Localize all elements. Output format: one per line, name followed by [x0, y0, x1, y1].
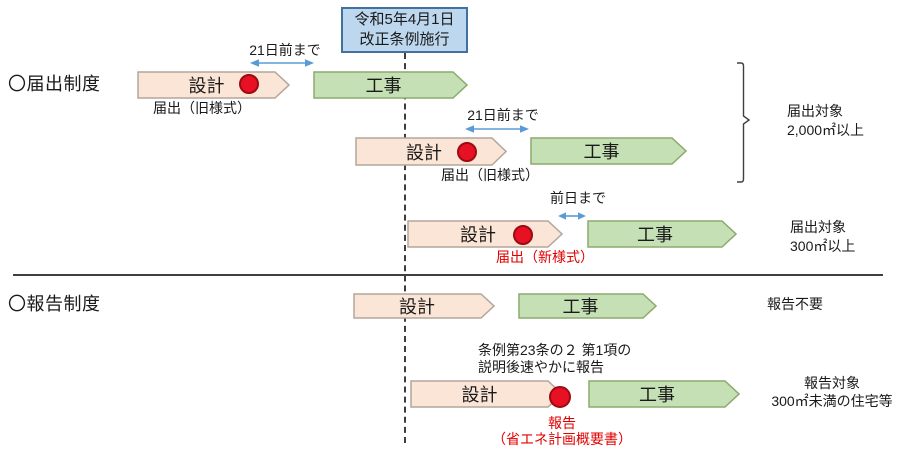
row5-ordinance-note: 条例第23条の２ 第1項の 説明後速やかに報告 — [478, 342, 631, 376]
row3-construction-arrow-shape — [587, 220, 737, 248]
row5-construction-arrow-label: 工事 — [639, 385, 675, 405]
row1-design-arrow-label: 設計 — [188, 76, 225, 96]
label-notify-target-2000-line1: 届出対象 — [787, 103, 843, 119]
row2-notify-caption: 届出（旧様式） — [441, 167, 539, 183]
row3-design-arrow-label: 設計 — [460, 225, 496, 245]
row1-construction-arrow-label: 工事 — [365, 76, 402, 96]
label-notify-target-2000-line2: 2,000㎡以上 — [787, 122, 865, 138]
row2-design-arrow: 設計 — [355, 137, 507, 166]
row5-design-arrow: 設計 — [410, 380, 563, 408]
label-report-target-line2: 300㎡未満の住宅等 — [771, 393, 893, 409]
row5-construction-arrow-shape — [588, 380, 740, 408]
row1-deadline-label: 21日前まで — [249, 42, 321, 58]
row2-notification-marker-icon — [457, 142, 477, 162]
row5-report-caption-line1: 報告 — [548, 415, 576, 431]
row1-measure-arrow-icon — [250, 59, 314, 67]
row1-construction-arrow-shape — [313, 71, 468, 99]
row5-ordinance-note-line2: 説明後速やかに報告 — [478, 359, 604, 375]
label-no-report: 報告不要 — [767, 296, 823, 312]
bracket-2000-icon — [737, 62, 751, 183]
row1-notify-caption: 届出（旧様式） — [153, 100, 251, 116]
row3-deadline-label: 前日まで — [550, 190, 606, 206]
row2-construction-arrow-label: 工事 — [583, 142, 620, 162]
section-divider-line — [13, 274, 883, 276]
row4-construction-arrow: 工事 — [518, 293, 657, 319]
label-notify-target-300-line1: 届出対象 — [790, 219, 846, 235]
label-notify-target-300: 届出対象 300㎡以上 — [790, 218, 855, 256]
row4-design-arrow-shape — [353, 293, 495, 319]
row3-design-arrow: 設計 — [407, 220, 563, 248]
row4-construction-arrow-label: 工事 — [562, 297, 599, 317]
label-notify-target-300-line2: 300㎡以上 — [790, 238, 856, 254]
row2-construction-arrow-shape — [530, 137, 687, 165]
row3-notification-marker-icon — [513, 225, 533, 245]
row5-report-caption: 報告 （省エネ計画概要書） — [462, 415, 662, 447]
row3-notify-caption: 届出（新様式） — [496, 249, 594, 265]
row2-construction-arrow: 工事 — [530, 137, 687, 165]
enforcement-date-line2: 改正条例施行 — [359, 31, 450, 48]
label-notify-target-2000: 届出対象 2,000㎡以上 — [787, 102, 864, 140]
row5-report-marker-icon — [549, 386, 571, 408]
row2-design-arrow-label: 設計 — [406, 142, 442, 163]
row5-ordinance-note-line1: 条例第23条の２ 第1項の — [478, 342, 632, 358]
row1-notification-marker-icon — [239, 74, 259, 94]
row4-construction-arrow-shape — [518, 293, 657, 319]
row4-design-arrow: 設計 — [353, 293, 495, 319]
row3-construction-arrow: 工事 — [587, 220, 737, 248]
row5-report-caption-line2: （省エネ計画概要書） — [492, 431, 632, 447]
enforcement-date-dashed-line — [404, 53, 406, 443]
row1-design-arrow: 設計 — [137, 71, 290, 99]
row1-construction-arrow: 工事 — [313, 71, 468, 99]
row5-construction-arrow: 工事 — [588, 380, 740, 408]
row2-measure-arrow-icon — [465, 125, 529, 133]
label-report-target: 報告対象 300㎡未満の住宅等 — [756, 374, 900, 410]
row5-design-arrow-label: 設計 — [461, 385, 498, 405]
section-label-report: 〇報告制度 — [8, 294, 101, 314]
row4-design-arrow-label: 設計 — [399, 297, 435, 317]
row3-construction-arrow-label: 工事 — [637, 225, 673, 245]
label-report-target-line1: 報告対象 — [804, 375, 860, 391]
row3-measure-arrow-icon — [558, 212, 586, 220]
enforcement-date-box: 令和5年4月1日 改正条例施行 — [341, 7, 468, 53]
enforcement-date-line1: 令和5年4月1日 — [354, 11, 455, 28]
section-label-notification: 〇届出制度 — [8, 74, 101, 94]
row2-deadline-label: 21日前まで — [467, 107, 539, 123]
